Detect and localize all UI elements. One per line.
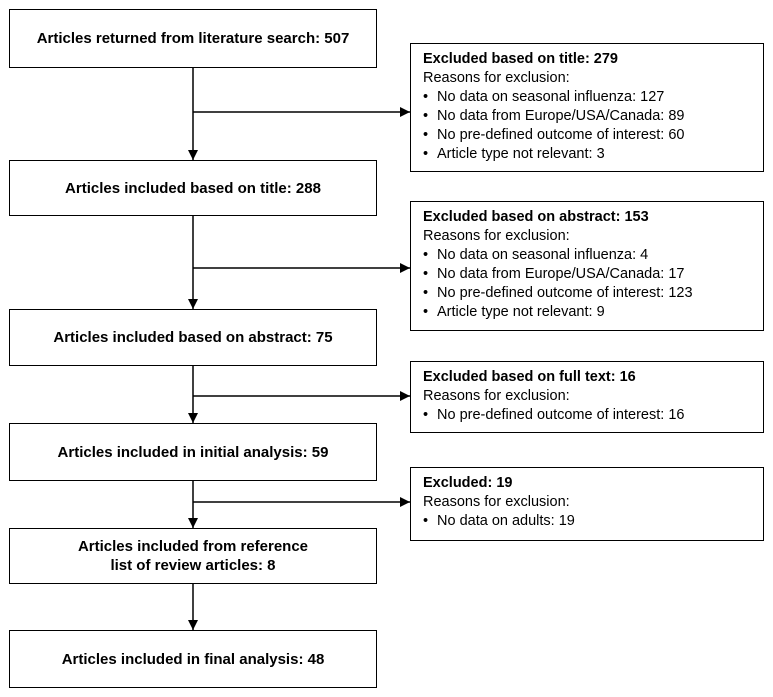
- exclusion-reason: No pre-defined outcome of interest: 123: [423, 284, 751, 303]
- main-box-label: Articles included in final analysis: 48: [61, 650, 325, 668]
- exclusion-subtitle: Reasons for exclusion:: [423, 228, 570, 244]
- exclusion-reason: No pre-defined outcome of interest: 16: [423, 406, 751, 425]
- exclusion-title: Excluded based on abstract: 153: [423, 209, 649, 225]
- exclusion-box-adults: Excluded: 19 Reasons for exclusion: No d…: [410, 467, 764, 541]
- exclusion-title: Excluded based on full text: 16: [423, 369, 636, 385]
- exclusion-reason: Article type not relevant: 9: [423, 303, 751, 322]
- main-box-label: Articles included based on title: 288: [65, 179, 321, 197]
- exclusion-box-title: Excluded based on title: 279 Reasons for…: [410, 43, 764, 172]
- main-box-initial-analysis: Articles included in initial analysis: 5…: [9, 423, 377, 481]
- exclusion-reasons: No pre-defined outcome of interest: 16: [423, 406, 751, 425]
- main-box-search: Articles returned from literature search…: [9, 9, 377, 68]
- exclusion-reasons: No data on adults: 19: [423, 512, 751, 531]
- main-box-title: Articles included based on title: 288: [9, 160, 377, 216]
- exclusion-reason: Article type not relevant: 3: [423, 145, 751, 164]
- main-box-label: Articles returned from literature search…: [36, 30, 350, 47]
- main-box-abstract: Articles included based on abstract: 75: [9, 309, 377, 366]
- exclusion-reason: No data on seasonal influenza: 127: [423, 88, 751, 107]
- main-box-final-analysis: Articles included in final analysis: 48: [9, 630, 377, 688]
- exclusion-subtitle: Reasons for exclusion:: [423, 388, 570, 404]
- main-box-label: Articles included from reference list of…: [77, 538, 309, 574]
- exclusion-reasons: No data on seasonal influenza: 127 No da…: [423, 88, 751, 164]
- exclusion-reasons: No data on seasonal influenza: 4 No data…: [423, 246, 751, 322]
- exclusion-box-abstract: Excluded based on abstract: 153 Reasons …: [410, 201, 764, 331]
- main-box-reference-list: Articles included from reference list of…: [9, 528, 377, 584]
- exclusion-reason: No data on adults: 19: [423, 512, 751, 531]
- main-box-label: Articles included based on abstract: 75: [53, 329, 333, 346]
- exclusion-reason: No pre-defined outcome of interest: 60: [423, 126, 751, 145]
- exclusion-box-full-text: Excluded based on full text: 16 Reasons …: [410, 361, 764, 433]
- exclusion-title: Excluded: 19: [423, 475, 513, 491]
- exclusion-subtitle: Reasons for exclusion:: [423, 494, 570, 510]
- exclusion-reason: No data from Europe/USA/Canada: 17: [423, 265, 751, 284]
- exclusion-title: Excluded based on title: 279: [423, 51, 618, 67]
- exclusion-subtitle: Reasons for exclusion:: [423, 70, 570, 86]
- main-box-label: Articles included in initial analysis: 5…: [57, 443, 329, 461]
- exclusion-reason: No data from Europe/USA/Canada: 89: [423, 107, 751, 126]
- exclusion-reason: No data on seasonal influenza: 4: [423, 246, 751, 265]
